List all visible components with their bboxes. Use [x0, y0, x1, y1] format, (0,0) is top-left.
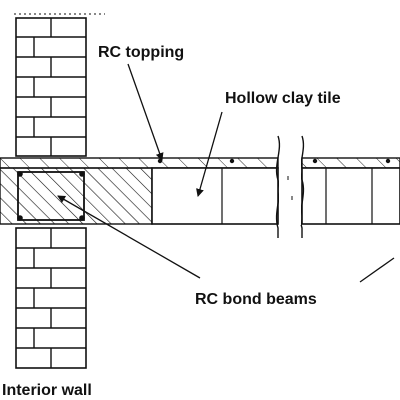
rc-topping-label: RC topping [98, 44, 184, 61]
hollow-clay-tile-label: Hollow clay tile [225, 90, 341, 107]
rc-bond-beam-slab [0, 167, 153, 225]
hollow-clay-tile-leader [196, 111, 223, 197]
bond-beam-leader-left [57, 195, 201, 279]
interior-wall-label: Interior wall [2, 382, 92, 399]
rc-bond-beams-label: RC bond beams [195, 291, 317, 308]
rc-topping-leader [127, 63, 164, 161]
rebar-dot [79, 215, 85, 221]
rebar-dot [17, 215, 23, 221]
rebar-dot [79, 171, 85, 177]
brick-wall-lower [15, 227, 87, 369]
rebar-dot [17, 171, 23, 177]
hollow-clay-tiles [151, 167, 400, 225]
brick-wall-upper [14, 13, 105, 157]
rc-topping-layer [0, 157, 400, 169]
topping-rebar-dots [157, 158, 391, 164]
leader-lines [57, 63, 395, 283]
bond-beam-leader-right [359, 257, 395, 283]
break-lines [275, 135, 305, 238]
